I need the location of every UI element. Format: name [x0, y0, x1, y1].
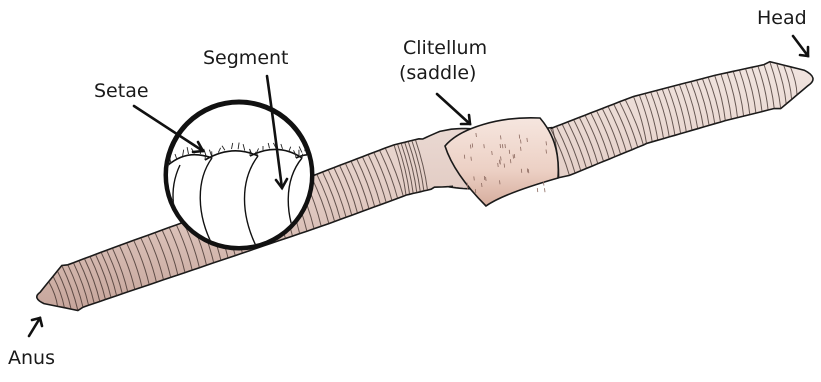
clitellum-speckle: [492, 151, 493, 155]
arrow-anus: [29, 318, 42, 336]
seta-hair: [295, 154, 296, 158]
seta-hair: [318, 158, 321, 162]
seta-hair: [205, 155, 206, 160]
clitellum-speckle: [514, 154, 515, 158]
clitellum-speckle: [527, 138, 528, 142]
clitellum-speckle: [505, 144, 506, 148]
clitellum-speckle: [519, 135, 520, 139]
clitellum-speckle: [537, 188, 538, 192]
clitellum-speckle: [500, 144, 501, 148]
clitellum-speckle: [470, 145, 471, 149]
clitellum-speckle: [474, 176, 475, 180]
clitellum-speckle: [521, 169, 522, 173]
clitellum-speckle: [527, 168, 528, 172]
clitellum-speckle: [464, 155, 465, 159]
label-clitellum: Clitellum: [403, 38, 487, 60]
clitellum-speckle: [546, 141, 547, 145]
clitellum-speckle: [475, 189, 476, 193]
clitellum-speckle: [486, 177, 487, 181]
clitellum-speckle: [467, 186, 468, 190]
clitellum-speckle: [502, 144, 503, 148]
clitellum-speckle: [510, 159, 511, 163]
clitellum-speckle: [472, 143, 473, 147]
clitellum-speckle: [499, 160, 500, 164]
clitellum-speckle: [543, 182, 544, 186]
clitellum-speckle: [509, 150, 510, 154]
arrow-head: [793, 36, 808, 56]
clitellum-speckle: [546, 150, 547, 154]
clitellum-speckle: [521, 140, 522, 144]
clitellum-speckle: [471, 157, 472, 161]
clitellum-speckle: [498, 163, 499, 167]
clitellum-speckle: [501, 156, 502, 160]
clitellum-speckle: [500, 180, 501, 184]
label-segment: Segment: [203, 48, 289, 70]
label-anus: Anus: [8, 348, 55, 370]
label-setae: Setae: [94, 81, 149, 103]
seta-hair: [315, 151, 318, 158]
clitellum-speckle: [476, 133, 477, 137]
clitellum-speckle: [501, 135, 502, 139]
clitellum-speckle: [504, 164, 505, 168]
label-head: Head: [757, 8, 807, 30]
clitellum-speckle: [528, 169, 529, 173]
clitellum-speckle: [484, 144, 485, 148]
clitellum-speckle: [484, 176, 485, 180]
clitellum-speckle: [521, 147, 522, 151]
label-saddle: (saddle): [399, 63, 476, 85]
seta-hair: [313, 150, 314, 155]
clitellum-speckle: [545, 188, 546, 192]
arrow-clitellum: [437, 94, 470, 124]
clitellum-speckle: [482, 183, 483, 187]
seta-hair: [311, 146, 312, 152]
clitellum-speckle: [513, 155, 514, 159]
